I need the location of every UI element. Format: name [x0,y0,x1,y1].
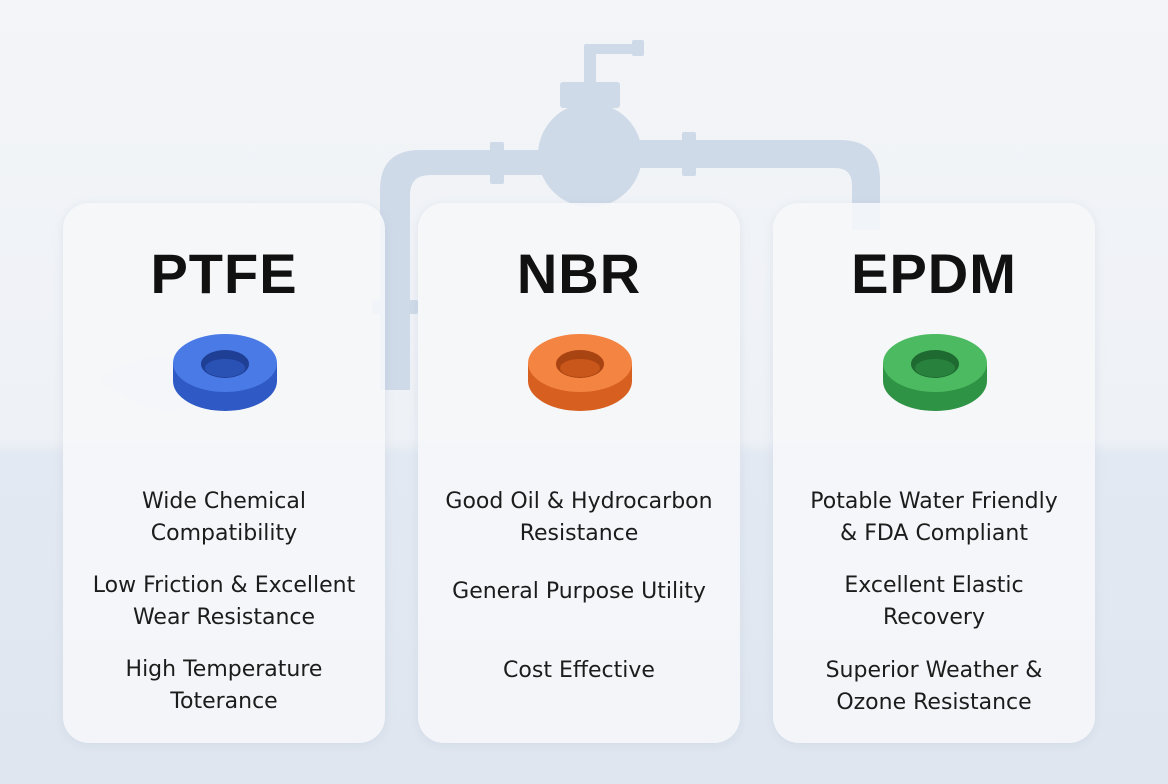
material-title: NBR [516,242,642,305]
feature-item: Superior Weather & Ozone Resistance [825,658,1043,715]
feature-item: Good Oil & Hydrocarbon Resistance [445,489,713,546]
feature-item: Wide Chemical Compatibility [142,489,306,546]
feature-item: Potable Water Friendly & FDA Compliant [810,489,1058,546]
material-card-ptfe: PTFE Wide Chemical Compatibility Low Fri… [63,203,385,743]
feature-item: High Temperature Toterance [125,657,323,714]
feature-item: Excellent Elastic Recovery [844,573,1024,630]
feature-item: Cost Effective [503,658,655,683]
material-title: PTFE [150,242,298,305]
blue-seal-ring-icon [173,334,277,411]
material-card-epdm: EPDM Potable Water Friendly & FDA Compli… [773,203,1095,743]
feature-item: Low Friction & Excellent Wear Resistance [92,573,356,630]
material-title: EPDM [851,242,1017,305]
orange-seal-ring-icon [528,334,632,411]
green-seal-ring-icon [883,334,987,411]
feature-item: General Purpose Utility [452,579,706,604]
material-card-nbr: NBR Good Oil & Hydrocarbon Resistance Ge… [418,203,740,743]
